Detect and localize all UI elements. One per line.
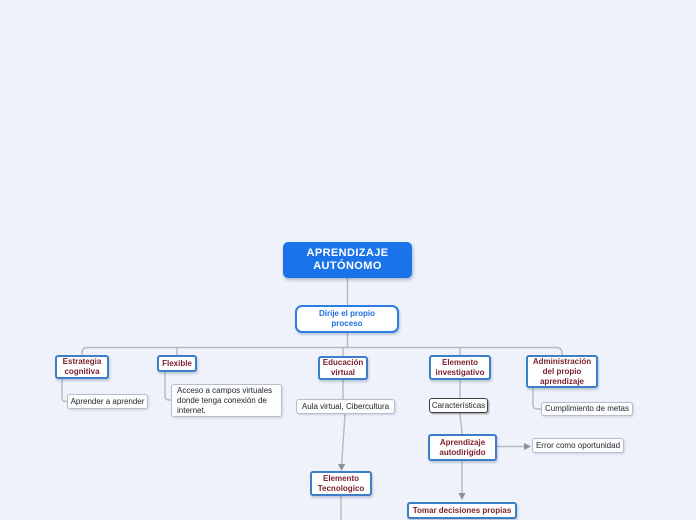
node-elemento-tecnologico[interactable]: Elemento Tecnologico (310, 471, 372, 496)
node-cumplimiento-de-metas[interactable]: Cumplimiento de metas (541, 402, 633, 416)
node-tomar-decisiones-propias[interactable]: Tomar decisiones propias (407, 502, 517, 519)
node-flexible[interactable]: Flexible (157, 355, 197, 372)
connector-spine (81, 346, 563, 355)
connector-aula-tecnologico (340, 413, 346, 466)
connector-administracion-cumplimiento (532, 388, 541, 410)
arrowhead-decisiones (458, 493, 466, 500)
connector-caracteristicas-autodirigido (459, 412, 463, 435)
node-elemento-investigativo[interactable]: Elemento investigativo (429, 355, 491, 380)
node-educacion-virtual[interactable]: Educación virtual (318, 356, 368, 380)
node-error-como-oportunidad[interactable]: Error como oportunidad (532, 438, 624, 453)
node-aprendizaje-autodirigido[interactable]: Aprendizaje autodirigido (428, 434, 497, 461)
node-acceso-campos-virtuales[interactable]: Acceso a campos virtuales donde tenga co… (171, 384, 282, 417)
node-aprendizaje-autonomo[interactable]: APRENDIZAJE AUTÓNOMO (283, 242, 412, 278)
node-dirije-el-propio-proceso[interactable]: Dirije el propio proceso (295, 305, 399, 333)
arrowhead-error (524, 443, 531, 450)
node-caracteristicas[interactable]: Características (429, 398, 488, 413)
arrowhead-tecnologico (338, 464, 346, 471)
node-aula-virtual-cibercultura[interactable]: Aula virtual, Cibercultura (296, 399, 395, 414)
node-administracion-del-propio-aprendizaje[interactable]: Administración del propio aprendizaje (526, 355, 598, 388)
node-estrategia-cognitiva[interactable]: Estrategia cognitiva (55, 355, 109, 379)
node-aprender-a-aprender[interactable]: Aprender a aprender (67, 394, 148, 409)
